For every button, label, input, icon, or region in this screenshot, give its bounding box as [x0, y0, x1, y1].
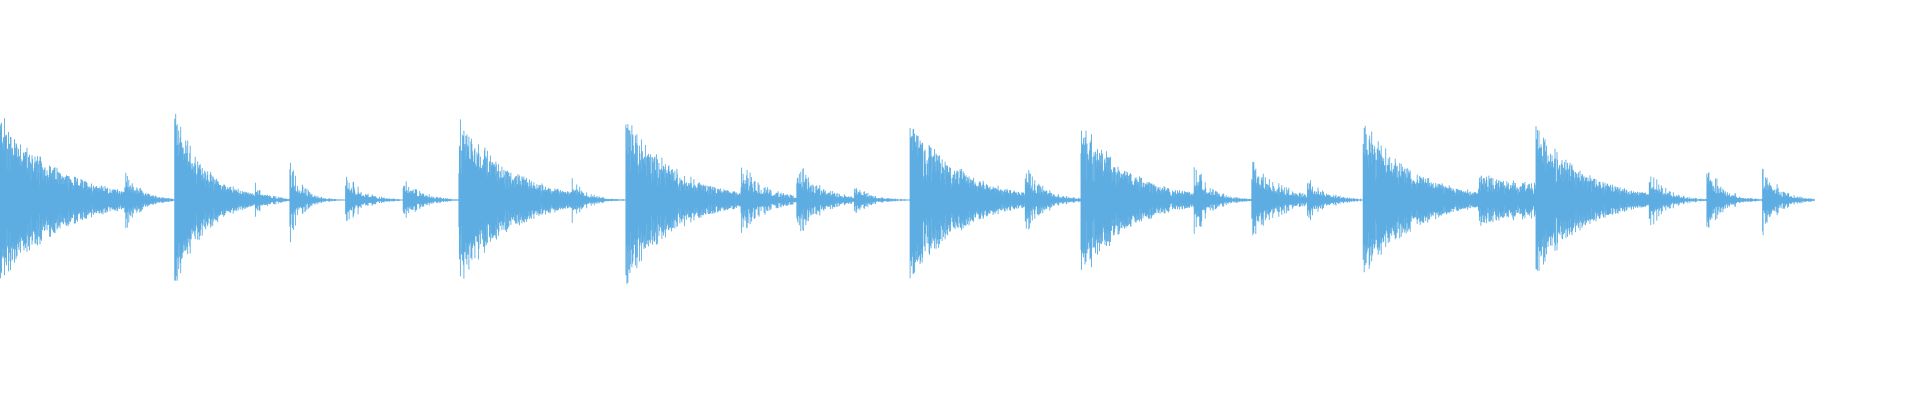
waveform-samples [0, 113, 1815, 285]
waveform-path [0, 113, 1815, 285]
